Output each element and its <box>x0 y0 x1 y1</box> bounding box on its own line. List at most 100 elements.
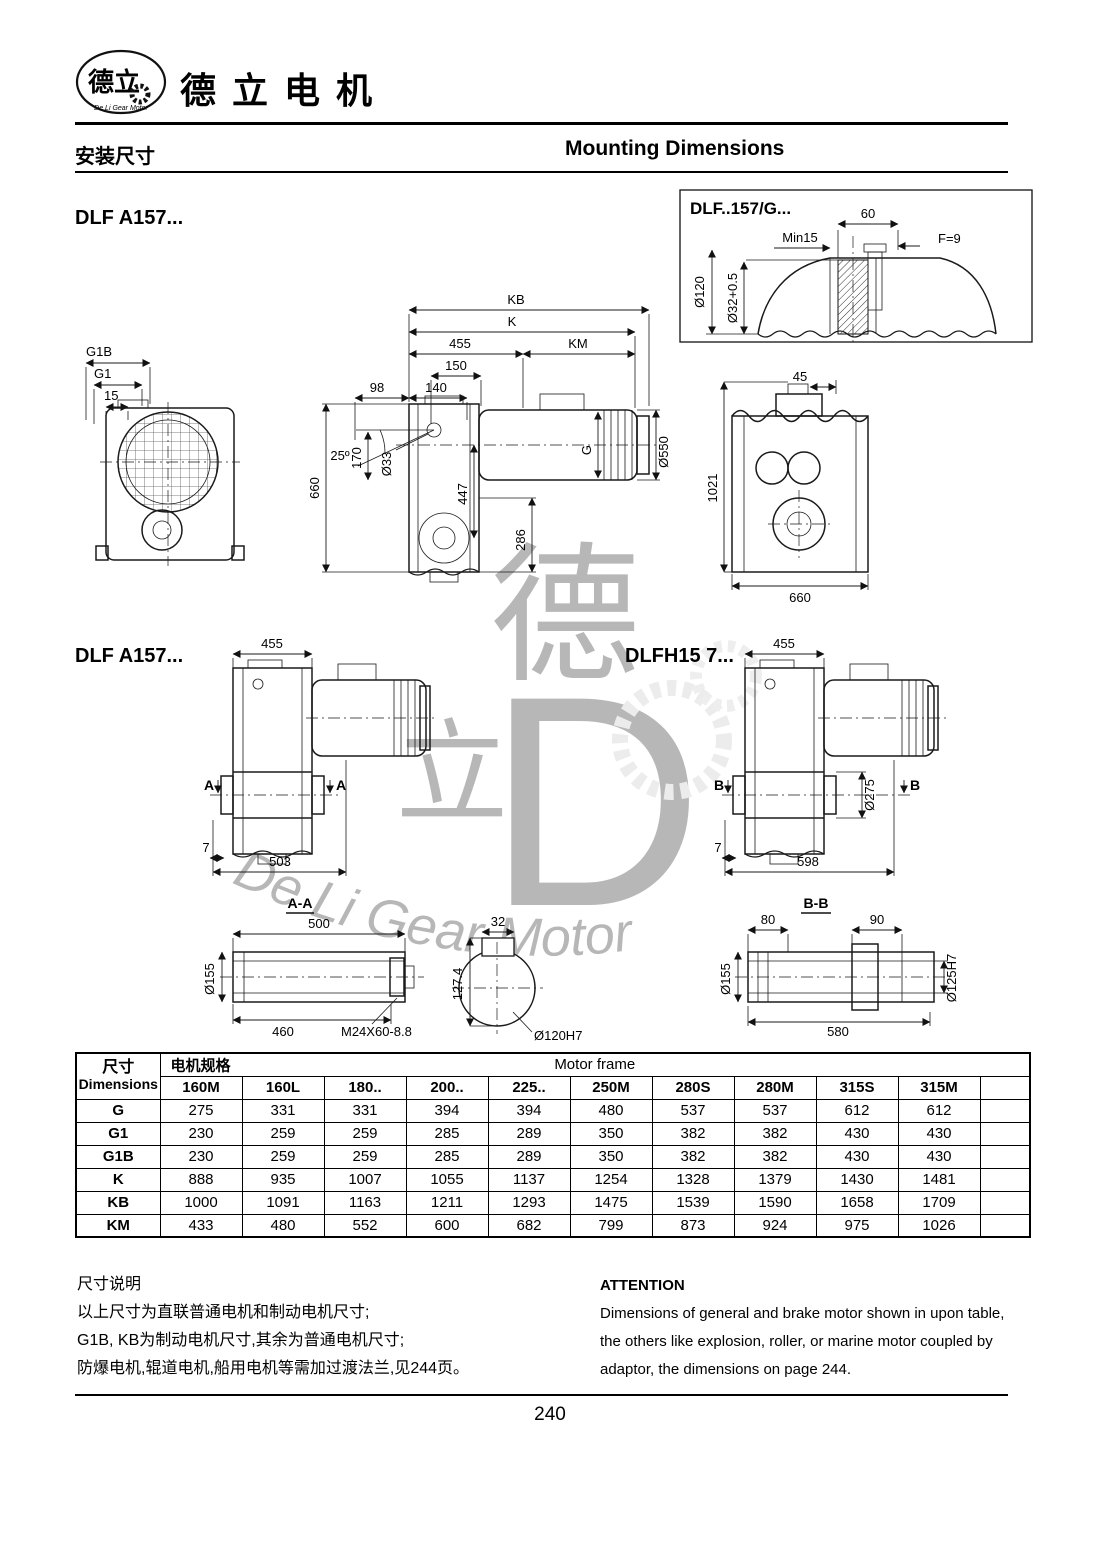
empty-cell <box>979 1190 1031 1215</box>
dimension-value-cell: 430 <box>897 1144 981 1169</box>
dimension-row-label: K <box>75 1167 161 1192</box>
dim-15: 15 <box>104 388 118 403</box>
dimension-value-cell: 612 <box>897 1098 981 1123</box>
section-mark-b-right: B <box>910 777 920 793</box>
dimension-value-cell: 480 <box>241 1213 325 1238</box>
motor-frame-column-header: 200.. <box>405 1075 489 1100</box>
dimension-value-cell: 382 <box>651 1121 735 1146</box>
logo-characters: 德立 <box>88 67 140 97</box>
note-line: adaptor, the dimensions on page 244. <box>600 1361 852 1378</box>
section-bb-drawing: B-B 80 90 Ø155 Ø125H7 580 <box>718 895 959 1039</box>
motor-frame-column-header: 315M <box>897 1075 981 1100</box>
empty-cell <box>979 1121 1031 1146</box>
dim-460: 460 <box>272 1024 294 1039</box>
dimension-value-cell: 350 <box>569 1121 653 1146</box>
dimension-value-cell: 394 <box>487 1098 571 1123</box>
dimension-value-cell: 799 <box>569 1213 653 1238</box>
dim-kb: KB <box>507 292 524 307</box>
dim-98: 98 <box>370 380 384 395</box>
notes-chinese: 尺寸说明 以上尺寸为直联普通电机和制动电机尺寸; G1B, KB为制动电机尺寸,… <box>77 1276 469 1388</box>
dimension-value-cell: 350 <box>569 1144 653 1169</box>
dim-d33: Ø33 <box>379 452 394 477</box>
dim-d155-aa: Ø155 <box>202 963 217 995</box>
dimension-row-label: G1B <box>75 1144 161 1169</box>
dim-7-br: 7 <box>714 840 721 855</box>
dimension-value-cell: 259 <box>323 1121 407 1146</box>
motor-frame-header-cell: 电机规格 Motor frame <box>159 1052 1031 1077</box>
model-label-bottom-left: DLF A157... <box>75 645 183 667</box>
dim-447: 447 <box>455 483 470 505</box>
dimension-value-cell: 259 <box>241 1144 325 1169</box>
dimension-value-cell: 924 <box>733 1213 817 1238</box>
footer-divider <box>75 1394 1008 1396</box>
motor-frame-column-header: 250M <box>569 1075 653 1100</box>
dimension-value-cell: 552 <box>323 1213 407 1238</box>
dim-7-bl: 7 <box>202 840 209 855</box>
motor-frame-column-header: 225.. <box>487 1075 571 1100</box>
dimension-value-cell: 382 <box>651 1144 735 1169</box>
motor-frame-column-header: 280M <box>733 1075 817 1100</box>
dimension-value-cell: 600 <box>405 1213 489 1238</box>
page-number: 240 <box>534 1404 566 1425</box>
logo-subtitle: De Li Gear Motor <box>94 105 148 112</box>
dimension-value-cell: 430 <box>815 1121 899 1146</box>
dimension-value-cell: 430 <box>897 1121 981 1146</box>
dim-286: 286 <box>513 529 528 551</box>
section-mark-b-left: B <box>714 777 724 793</box>
dimension-value-cell: 612 <box>815 1098 899 1123</box>
dim-455: 455 <box>449 336 471 351</box>
dimension-row-label: G1 <box>75 1121 161 1146</box>
dim-127-4: 127.4 <box>450 968 465 1001</box>
dim-660: 660 <box>307 477 322 499</box>
dim-150: 150 <box>445 358 467 373</box>
dim-bolt-m24: M24X60-8.8 <box>341 1024 412 1039</box>
dimension-value-cell: 382 <box>733 1121 817 1146</box>
dim-d120: Ø120 <box>692 276 707 308</box>
dim-140: 140 <box>425 380 447 395</box>
dimension-value-cell: 1293 <box>487 1190 571 1215</box>
dimension-value-cell: 1590 <box>733 1190 817 1215</box>
brand-logo: 德立 De Li Gear Motor <box>74 48 172 125</box>
dim-f9: F=9 <box>938 231 961 246</box>
dimension-value-cell: 1254 <box>569 1167 653 1192</box>
dim-k: K <box>508 314 517 329</box>
dimension-value-cell: 230 <box>159 1144 243 1169</box>
dimension-value-cell: 1475 <box>569 1190 653 1215</box>
dim-170: 170 <box>349 447 364 469</box>
dim-45: 45 <box>793 369 807 384</box>
logo-gear-icon <box>129 83 151 105</box>
dim-d275: Ø275 <box>862 779 877 811</box>
dimension-value-cell: 1539 <box>651 1190 735 1215</box>
dimension-value-cell: 1163 <box>323 1190 407 1215</box>
dimension-value-cell: 1328 <box>651 1167 735 1192</box>
dimension-value-cell: 873 <box>651 1213 735 1238</box>
dim-header-en: Dimensions <box>78 1076 158 1093</box>
section-mark-a-left: A <box>204 777 214 793</box>
dim-90: 90 <box>870 912 884 927</box>
dimension-value-cell: 394 <box>405 1098 489 1123</box>
section-mark-a-right: A <box>336 777 346 793</box>
dimension-value-cell: 1055 <box>405 1167 489 1192</box>
dim-80: 80 <box>761 912 775 927</box>
dimension-value-cell: 1211 <box>405 1190 489 1215</box>
dim-1021: 1021 <box>705 474 720 503</box>
watermark-gear-icon <box>612 680 732 800</box>
section-title-en: Mounting Dimensions <box>565 137 785 160</box>
dim-d155-bb: Ø155 <box>718 963 733 995</box>
dimension-row-label: KB <box>75 1190 161 1215</box>
rear-view-drawing: 45 1021 660 <box>705 369 869 605</box>
watermark-d-letter: D <box>487 633 704 969</box>
dimension-value-cell: 1709 <box>897 1190 981 1215</box>
dimension-row-label: KM <box>75 1213 161 1238</box>
dimension-value-cell: 331 <box>323 1098 407 1123</box>
model-label-main: DLF A157... <box>75 207 183 229</box>
dim-d550: Ø550 <box>656 436 671 468</box>
front-view-drawing: G1B G1 15 <box>85 344 245 566</box>
dimension-value-cell: 382 <box>733 1144 817 1169</box>
